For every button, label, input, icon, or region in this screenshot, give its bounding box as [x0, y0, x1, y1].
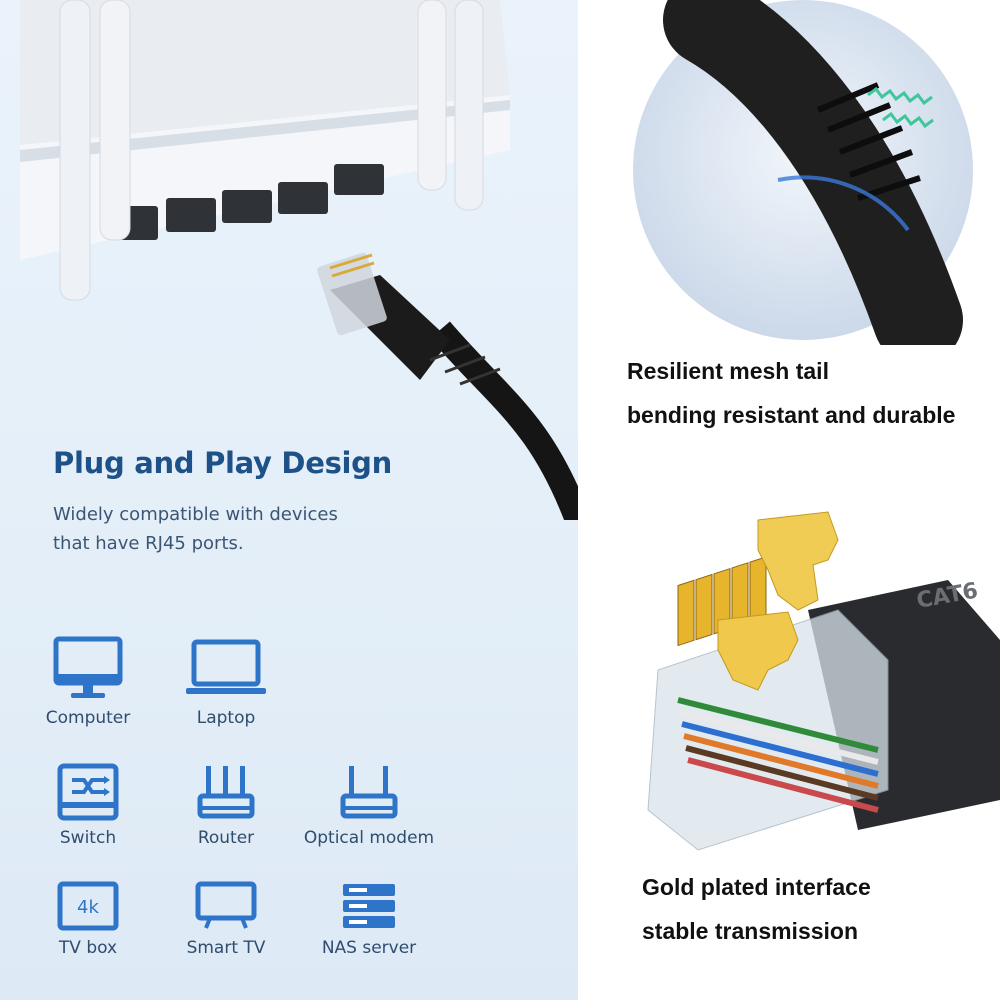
gold-connector-image: CAT6 [647, 511, 1000, 851]
router-cable-image [20, 0, 578, 520]
laptop-icon [186, 639, 266, 694]
plug-and-play-title: Plug and Play Design [53, 446, 392, 480]
device-label-switch: Switch [59, 828, 117, 848]
right-panel: Resilient mesh tail bending resistant an… [578, 0, 1000, 1000]
device-laptop: Laptop [156, 636, 296, 728]
device-tv-box: 4k TV box [18, 880, 158, 958]
mesh-feature-line1: Resilient mesh tail [627, 358, 829, 384]
device-label-smart-tv: Smart TV [186, 938, 266, 958]
gold-feature-line2: stable transmission [642, 918, 859, 944]
tv-box-badge: 4k [77, 897, 99, 918]
device-optical-modem: Optical modem [299, 762, 439, 848]
computer-icon [53, 636, 123, 698]
plug-description-line2: that have RJ45 ports. [53, 533, 244, 554]
device-smart-tv: Smart TV [156, 880, 296, 958]
device-label-computer: Computer [45, 708, 131, 728]
plug-description-line1: Widely compatible with devices [53, 504, 338, 525]
device-label-nas-server: NAS server [321, 938, 417, 958]
device-switch: Switch [18, 762, 158, 848]
device-label-laptop: Laptop [196, 708, 256, 728]
device-label-optical-modem: Optical modem [303, 828, 435, 848]
plug-description: Widely compatible with devices that have… [53, 500, 393, 558]
device-computer: Computer [18, 636, 158, 728]
switch-icon [57, 763, 119, 821]
mesh-tail-closeup-image [633, 0, 973, 345]
left-panel: Plug and Play Design Widely compatible w… [0, 0, 578, 1000]
device-router: Router [156, 762, 296, 848]
device-nas-server: NAS server [299, 880, 439, 958]
mesh-feature-line2: bending resistant and durable [627, 402, 956, 428]
tv-box-icon: 4k [57, 881, 119, 931]
router-icon [197, 766, 255, 819]
optical-modem-icon [340, 766, 398, 819]
gold-feature-line1: Gold plated interface [642, 874, 871, 900]
smart-tv-icon [195, 881, 257, 929]
device-label-router: Router [197, 828, 255, 848]
nas-server-icon [343, 884, 395, 928]
device-label-tv-box: TV box [58, 938, 118, 958]
